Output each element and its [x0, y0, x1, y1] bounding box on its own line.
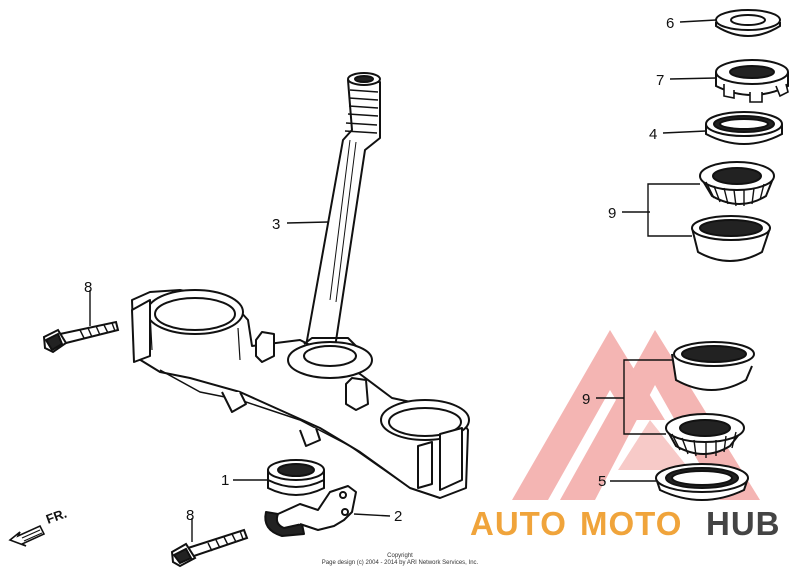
bolt-lower: [170, 528, 249, 568]
upper-bearing-9: [699, 161, 775, 207]
washer-6: [715, 9, 781, 37]
triple-clamp: [131, 289, 470, 499]
copyright-line-2: Page design (c) 2004 - 2014 by ARI Netwo…: [321, 560, 479, 566]
front-arrow-icon: [8, 524, 46, 547]
part-labels: 3 1 2 8 8 6 7 4 9 9 5: [84, 15, 674, 525]
label-9-upper: 9: [608, 205, 616, 222]
rubber-bushing: [267, 459, 325, 496]
label-8-lower: 8: [186, 507, 194, 524]
copyright-line-1: Copyright: [387, 553, 413, 559]
leader-lines: [89, 19, 717, 542]
label-3: 3: [272, 216, 280, 233]
adjusting-nut-7: [715, 59, 789, 103]
hose-clamp: [264, 485, 357, 537]
label-8-upper: 8: [84, 279, 92, 296]
label-7: 7: [656, 72, 664, 89]
seal-5: [655, 463, 749, 501]
label-4: 4: [649, 126, 657, 143]
label-9-lower: 9: [582, 391, 590, 408]
watermark-logo-icon: [512, 330, 760, 500]
label-1: 1: [221, 472, 229, 489]
lower-race-9: [671, 341, 755, 391]
watermark-moto: MOTO: [580, 505, 682, 542]
front-label: FR.: [44, 506, 69, 527]
label-6: 6: [666, 15, 674, 32]
lower-bearing-9: [665, 413, 745, 458]
watermark-hub: HUB: [706, 505, 781, 542]
watermark-auto: AUTO: [470, 505, 567, 542]
steering-stem: [305, 72, 381, 355]
label-5: 5: [598, 473, 606, 490]
upper-race-9: [691, 215, 771, 262]
bolt-upper: [42, 320, 120, 354]
watermark-text: AUTO MOTO HUB: [470, 505, 781, 542]
dust-seal-4: [705, 111, 783, 145]
label-2: 2: [394, 508, 402, 525]
